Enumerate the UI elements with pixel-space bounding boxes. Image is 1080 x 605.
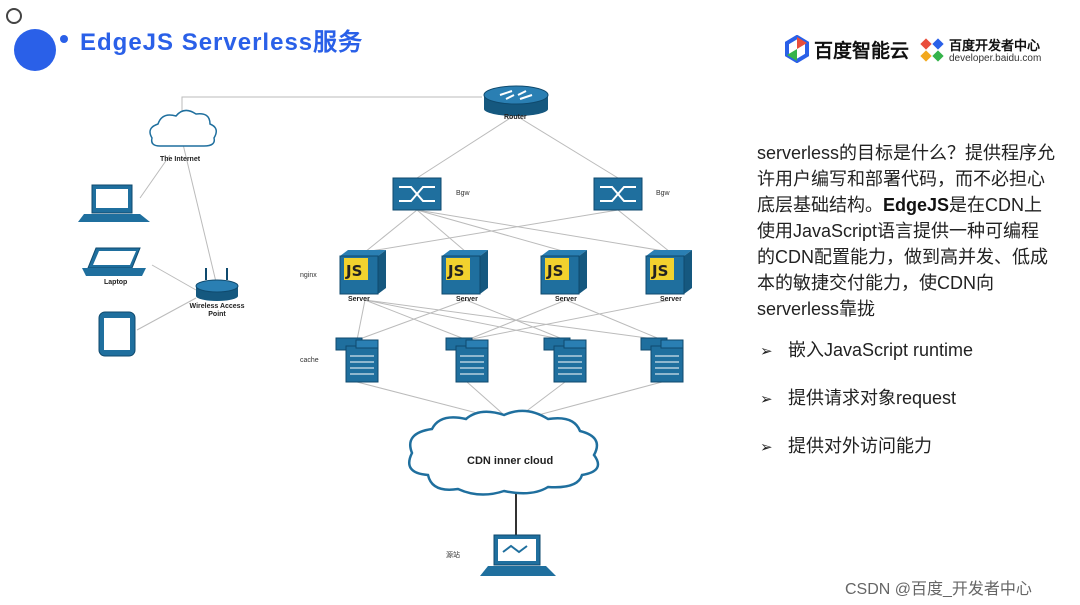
js-badge-text: JS	[345, 262, 362, 280]
origin-site-label: 源站	[446, 552, 460, 559]
dev-center-url: developer.baidu.com	[949, 53, 1042, 64]
cache-server-icon-1	[335, 337, 379, 383]
dev-center-logo-icon	[920, 38, 944, 62]
js-server-icon-1: JS	[339, 250, 386, 295]
server-label-1: Server	[348, 296, 370, 303]
bgw-label-1: Bgw	[456, 190, 470, 197]
description: serverless的目标是什么？提供程序允许用户编写和部署代码，而不必担心底层…	[757, 140, 1057, 322]
cloud-label: CDN inner cloud	[467, 455, 554, 467]
wap-label: Wireless Access Point	[189, 303, 245, 318]
description-part1: serverless的目标是什么？提供程序允许用户编写和部署代码，而不必担心底层…	[757, 143, 1056, 215]
bullet-text-1: 嵌入JavaScript runtime	[788, 340, 974, 360]
bullet-arrow-icon: ➢	[760, 343, 773, 360]
bullet-item-1: ➢ 嵌入JavaScript runtime	[760, 336, 973, 362]
js-badge-text: JS	[651, 262, 668, 280]
cache-server-icon-2	[445, 337, 489, 383]
connection-lines	[136, 96, 671, 535]
page-title: EdgeJS Serverless服务	[80, 29, 364, 56]
bgw-switch-icon-2	[593, 177, 643, 211]
nginx-label: nginx	[300, 272, 317, 279]
js-server-icon-2: JS	[441, 250, 488, 295]
bullet-arrow-icon: ➢	[760, 391, 773, 408]
watermark: CSDN @百度_开发者中心	[845, 581, 1032, 598]
cdn-inner-cloud-icon	[408, 409, 600, 496]
js-server-icon-3: JS	[540, 250, 587, 295]
decor-circles	[6, 8, 68, 71]
laptop-icon	[82, 247, 146, 276]
bullet-item-3: ➢ 提供对外访问能力	[760, 432, 932, 458]
server-label-4: Server	[660, 296, 682, 303]
bullet-text-2: 提供请求对象request	[788, 388, 957, 408]
baidu-cloud-logo-icon	[785, 35, 809, 63]
decor-small-ring	[6, 8, 22, 24]
bullet-arrow-icon: ➢	[760, 439, 773, 456]
decor-blue-circle	[14, 29, 56, 71]
description-part2: 是在CDN上使用JavaScript语言提供一种可编程的CDN配置能力，做到高并…	[757, 195, 1048, 319]
server-label-2: Server	[456, 296, 478, 303]
desktop-computer-icon	[78, 184, 150, 222]
dev-center-logo-text: 百度开发者中心	[949, 38, 1041, 53]
js-server-icon-4: JS	[645, 250, 692, 295]
cache-servers	[335, 337, 684, 383]
cache-label: cache	[300, 357, 319, 364]
router-label: Router	[504, 114, 527, 121]
origin-site-computer-icon	[480, 534, 556, 576]
tablet-icon	[98, 311, 136, 357]
bullet-text-3: 提供对外访问能力	[788, 436, 932, 456]
title-dot	[60, 35, 68, 43]
js-badge-text: JS	[546, 262, 563, 280]
bgw-switch-icon-1	[392, 177, 442, 211]
js-badge-text: JS	[447, 262, 464, 280]
cache-server-icon-3	[543, 337, 587, 383]
cache-server-icon-4	[640, 337, 684, 383]
router-icon	[483, 85, 549, 116]
js-servers: JS JS JS JS	[339, 250, 692, 295]
bgw-label-2: Bgw	[656, 190, 670, 197]
internet-cloud-icon	[149, 109, 217, 147]
laptop-label: Laptop	[104, 279, 128, 286]
baidu-cloud-logo-text: 百度智能云	[814, 41, 910, 62]
network-diagram: JS JS JS JS	[78, 85, 692, 576]
description-highlight: EdgeJS	[883, 195, 950, 215]
bullet-item-2: ➢ 提供请求对象request	[760, 384, 956, 410]
wireless-access-point-icon	[195, 268, 239, 301]
server-label-3: Server	[555, 296, 577, 303]
internet-label: The Internet	[160, 156, 201, 163]
